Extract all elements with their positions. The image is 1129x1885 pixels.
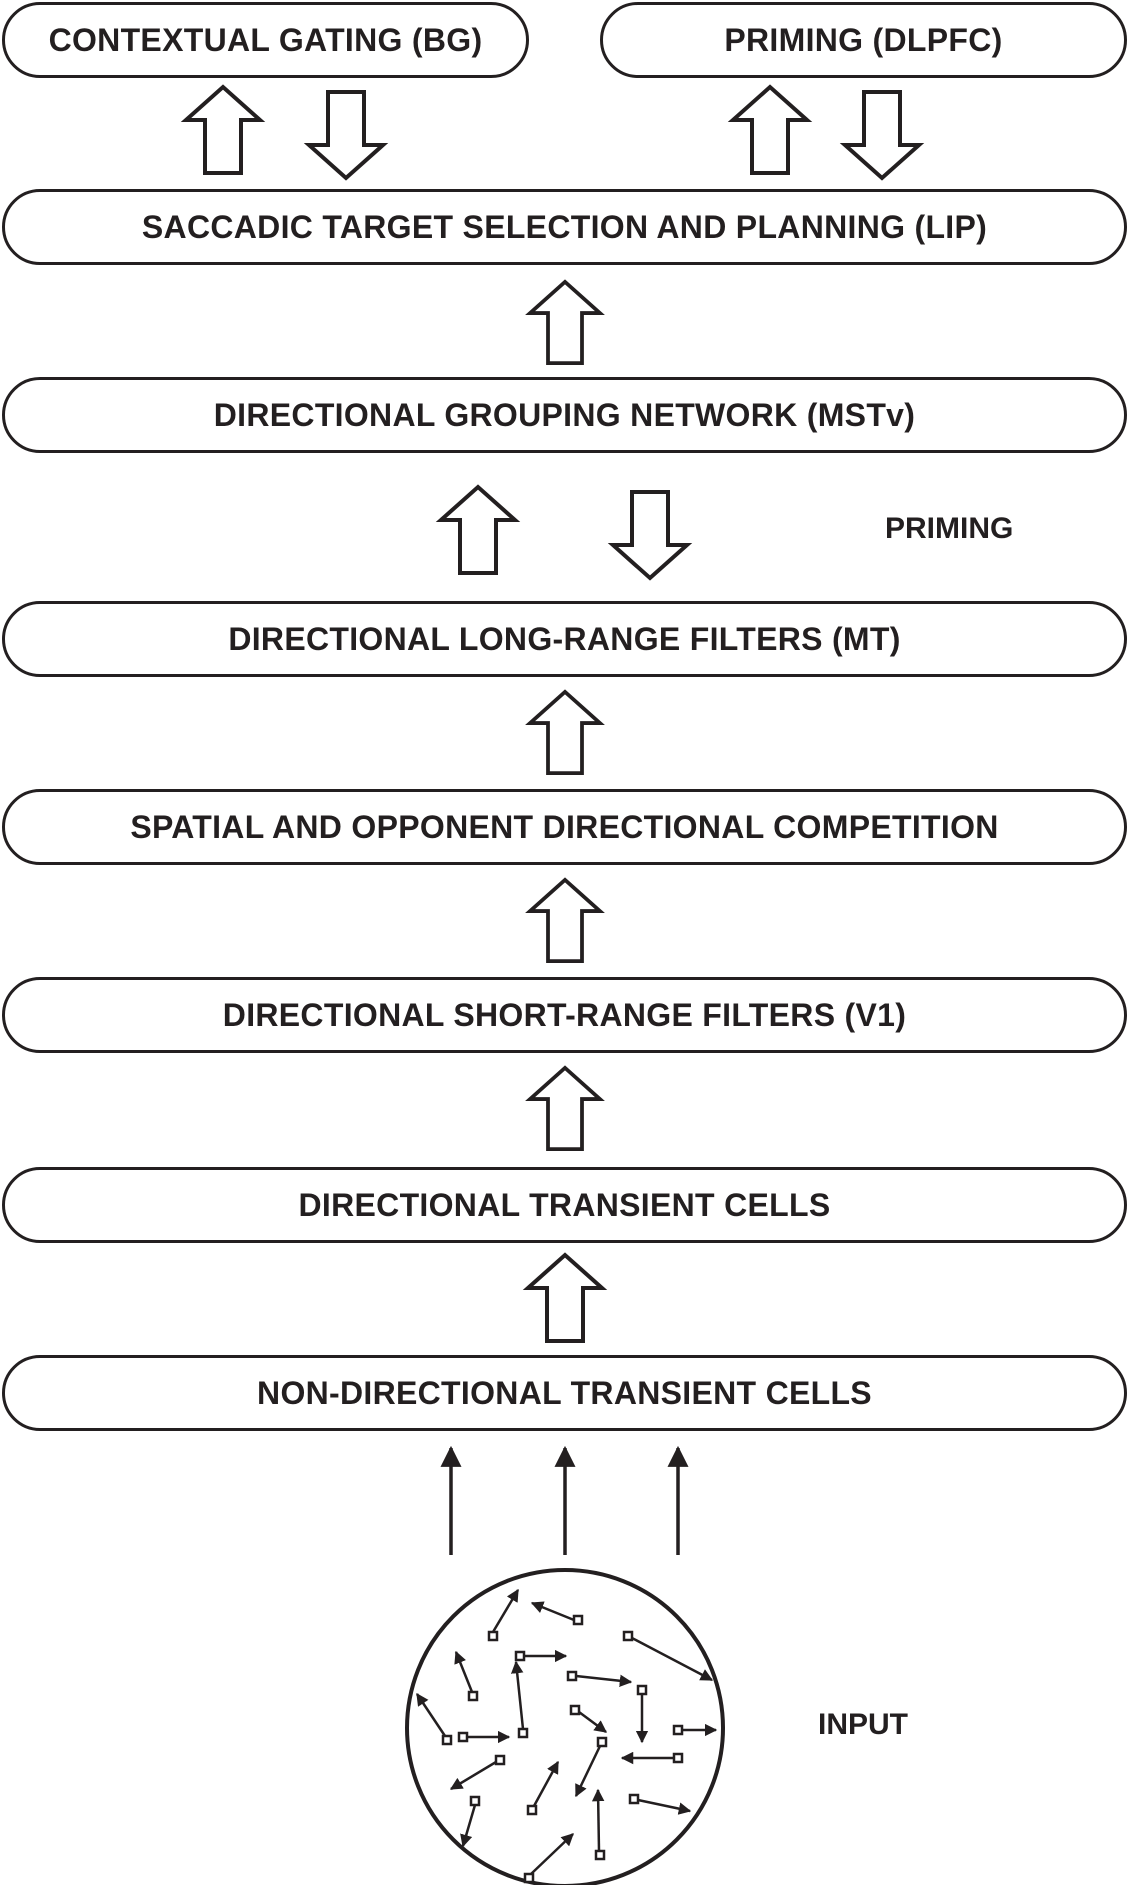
input-disc <box>405 1568 725 1885</box>
motion-dot-icon <box>457 1730 511 1744</box>
motion-dot-icon <box>672 1723 718 1737</box>
motion-dot-icon <box>635 1684 649 1744</box>
priming-down-arrow-icon <box>843 90 921 180</box>
priming-dlpfc-box: PRIMING (DLPFC) <box>600 2 1127 78</box>
motion-dot-icon <box>569 1704 608 1734</box>
motion-dot-icon <box>449 1754 506 1791</box>
nondirectional-up-arrow-icon <box>528 1255 602 1341</box>
motion-dot-icon <box>460 1795 481 1848</box>
motion-dot-icon <box>574 1736 608 1798</box>
nondirectional-transient-cells-box: NON-DIRECTIONAL TRANSIENT CELLS <box>2 1355 1127 1431</box>
priming-label: PRIMING <box>885 512 1014 545</box>
shortrange-up-arrow-icon <box>528 877 602 964</box>
motion-dot-icon <box>487 1588 520 1642</box>
directional-grouping-box: DIRECTIONAL GROUPING NETWORK (MSTv) <box>2 377 1127 453</box>
directional-transient-cells-box: DIRECTIONAL TRANSIENT CELLS <box>2 1167 1127 1243</box>
transient-up-arrow-icon <box>528 1065 602 1152</box>
directional-grouping-label: DIRECTIONAL GROUPING NETWORK (MSTv) <box>213 396 916 433</box>
priming-up-arrow-icon <box>731 85 809 175</box>
motion-dots <box>415 1588 718 1884</box>
directional-transient-cells-label: DIRECTIONAL TRANSIENT CELLS <box>298 1186 831 1223</box>
motion-dot-icon <box>523 1833 574 1884</box>
motion-dot-icon <box>415 1692 453 1746</box>
long-range-filters-box: DIRECTIONAL LONG-RANGE FILTERS (MT) <box>2 601 1127 677</box>
directional-competition-box: SPATIAL AND OPPONENT DIRECTIONAL COMPETI… <box>2 789 1127 865</box>
directional-competition-label: SPATIAL AND OPPONENT DIRECTIONAL COMPETI… <box>130 808 999 845</box>
mstv-down-arrow-icon <box>611 490 689 580</box>
contextual-gating-label: CONTEXTUAL GATING (BG) <box>48 21 483 58</box>
motion-dot-icon <box>628 1793 692 1815</box>
motion-dot-icon <box>591 1788 606 1861</box>
gating-down-arrow-icon <box>307 90 385 180</box>
saccadic-target-selection-label: SACCADIC TARGET SELECTION AND PLANNING (… <box>141 208 988 245</box>
motion-dot-icon <box>526 1760 560 1816</box>
motion-dot-icon <box>454 1650 479 1702</box>
contextual-gating-box: CONTEXTUAL GATING (BG) <box>2 2 529 78</box>
long-range-filters-label: DIRECTIONAL LONG-RANGE FILTERS (MT) <box>228 620 901 657</box>
competition-up-arrow-icon <box>528 689 602 776</box>
short-range-filters-box: DIRECTIONAL SHORT-RANGE FILTERS (V1) <box>2 977 1127 1053</box>
motion-dot-icon <box>566 1670 633 1687</box>
gating-up-arrow-icon <box>184 85 262 175</box>
motion-dot-icon <box>510 1660 529 1739</box>
mt-up-arrow-icon <box>439 485 517 575</box>
motion-dot-icon <box>530 1601 584 1626</box>
saccadic-target-selection-box: SACCADIC TARGET SELECTION AND PLANNING (… <box>2 189 1127 265</box>
input-label: INPUT <box>818 1708 908 1741</box>
motion-dot-icon <box>622 1630 714 1682</box>
nondirectional-transient-cells-label: NON-DIRECTIONAL TRANSIENT CELLS <box>257 1374 872 1411</box>
grouping-up-arrow-icon <box>528 279 602 366</box>
short-range-filters-label: DIRECTIONAL SHORT-RANGE FILTERS (V1) <box>222 996 907 1033</box>
priming-dlpfc-label: PRIMING (DLPFC) <box>724 21 1003 58</box>
motion-dot-icon <box>514 1649 568 1663</box>
motion-dot-icon <box>620 1751 684 1765</box>
